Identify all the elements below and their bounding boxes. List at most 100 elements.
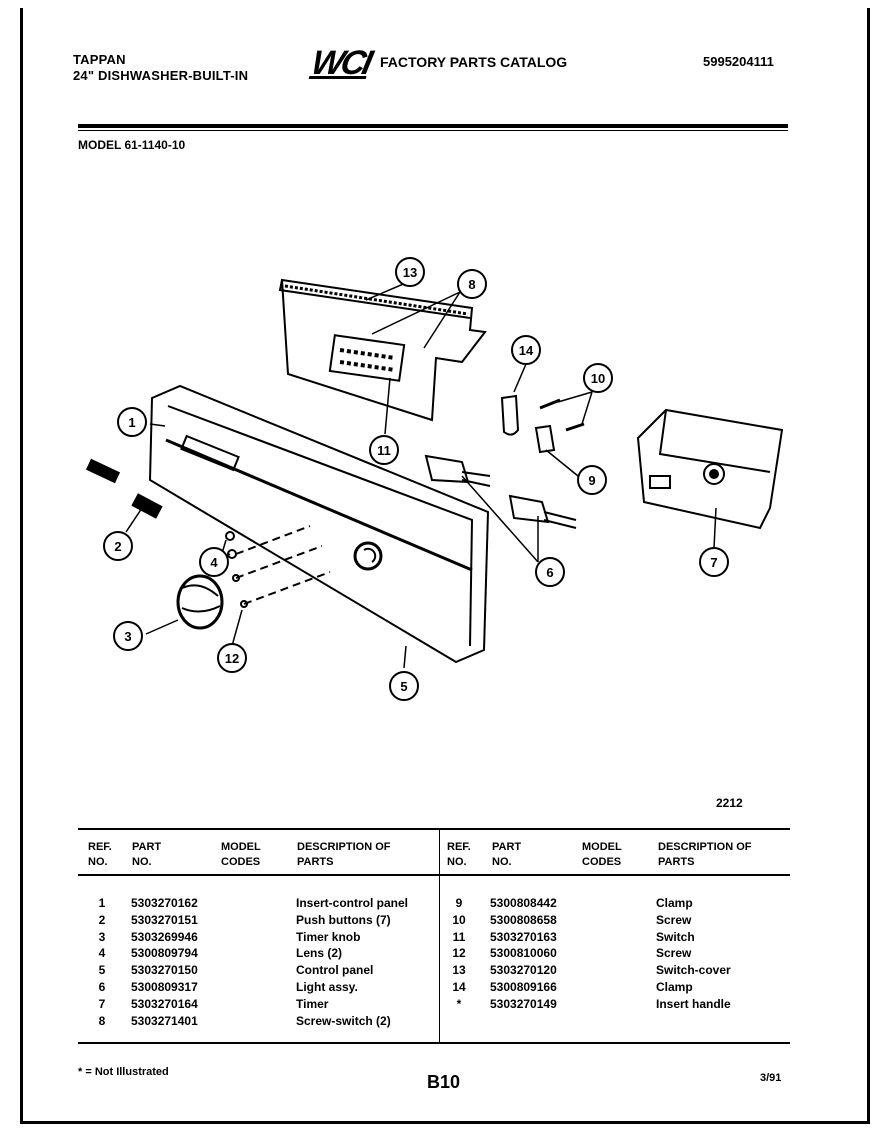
header-codes-right: MODEL CODES bbox=[582, 841, 622, 868]
callouts: 1 2 3 4 5 6 7 8 9 10 11 12 13 14 bbox=[103, 257, 729, 701]
push-button-shape bbox=[85, 458, 121, 484]
page-number: B10 bbox=[427, 1072, 461, 1092]
control-panel-shape bbox=[148, 384, 490, 664]
table-cell: 5303270149 bbox=[490, 996, 557, 1011]
svg-text:8: 8 bbox=[468, 277, 475, 292]
callout-9: 9 bbox=[577, 465, 607, 495]
table-cell: Insert handle bbox=[656, 996, 731, 1011]
exploded-parts-diagram: 1 2 3 4 5 6 7 8 9 10 11 12 13 14 bbox=[85, 257, 784, 701]
page-frame bbox=[20, 8, 870, 1124]
table-cell: 5300808658 bbox=[490, 912, 557, 927]
left-ref-column: 1 2 3 4 5 6 7 8 bbox=[86, 895, 118, 1029]
table-column-divider bbox=[439, 830, 440, 1042]
table-cell: Switch-cover bbox=[656, 963, 731, 978]
table-cell: Clamp bbox=[656, 896, 693, 910]
header-desc-left: DESCRIPTION OF PARTS bbox=[297, 841, 391, 868]
footnote: * = Not Illustrated bbox=[78, 1066, 169, 1078]
callout-14: 14 bbox=[511, 335, 541, 365]
table-cell: 5300810060 bbox=[490, 946, 557, 961]
table-cell: 9 bbox=[455, 896, 463, 910]
callout-6: 6 bbox=[535, 557, 565, 587]
table-cell: 5300808442 bbox=[490, 896, 557, 910]
callout-13: 13 bbox=[395, 257, 425, 287]
table-cell: 5303271401 bbox=[131, 1013, 198, 1028]
callout-5: 5 bbox=[389, 671, 419, 701]
table-cell: 5303270151 bbox=[131, 912, 198, 927]
table-cell: Timer bbox=[296, 996, 329, 1011]
catalog-title: FACTORY PARTS CATALOG bbox=[380, 54, 568, 70]
header-part-right: PART NO. bbox=[492, 841, 522, 868]
header-ref-left: REF. NO. bbox=[88, 841, 112, 868]
header-codes-left: MODEL CODES bbox=[221, 841, 261, 868]
callout-3: 3 bbox=[113, 621, 143, 651]
table-header-rule bbox=[78, 874, 790, 876]
switch-cover-shape bbox=[280, 278, 487, 422]
table-cell: Timer knob bbox=[296, 929, 361, 944]
table-cell: 8 bbox=[98, 1013, 106, 1028]
table-cell: Screw bbox=[656, 946, 692, 961]
svg-text:12: 12 bbox=[225, 651, 239, 666]
svg-text:9: 9 bbox=[588, 473, 595, 488]
table-cell: 1 bbox=[98, 896, 106, 910]
table-cell: 5300809794 bbox=[131, 946, 198, 961]
timer-shape bbox=[636, 408, 784, 530]
header-ref-right: REF. NO. bbox=[447, 841, 471, 868]
table-cell: 4 bbox=[98, 946, 106, 961]
brand-name: TAPPAN bbox=[73, 52, 126, 67]
table-cell: Screw bbox=[656, 912, 692, 927]
table-cell: Insert-control panel bbox=[296, 896, 409, 910]
product-name: 24" DISHWASHER-BUILT-IN bbox=[73, 68, 249, 83]
svg-text:7: 7 bbox=[710, 555, 717, 570]
model-number: MODEL 61-1140-10 bbox=[78, 138, 186, 152]
right-ref-column: 9 10 11 12 13 14 * bbox=[443, 895, 475, 1013]
table-cell: 5303270162 bbox=[131, 896, 198, 910]
callout-11: 11 bbox=[369, 435, 399, 465]
table-cell: 5 bbox=[98, 963, 106, 978]
callout-8: 8 bbox=[457, 269, 487, 299]
table-cell: Push buttons (7) bbox=[296, 912, 391, 927]
table-bottom-rule bbox=[78, 1042, 790, 1044]
light-assembly-shape bbox=[424, 454, 470, 484]
callout-2: 2 bbox=[103, 531, 133, 561]
table-cell: 14 bbox=[452, 979, 466, 994]
callout-10: 10 bbox=[583, 363, 613, 393]
svg-text:10: 10 bbox=[591, 371, 605, 386]
timer-knob-shape bbox=[176, 574, 224, 630]
table-cell: 12 bbox=[452, 946, 466, 961]
table-top-rule bbox=[78, 828, 790, 830]
svg-text:6: 6 bbox=[546, 565, 553, 580]
table-cell: 5303270150 bbox=[131, 963, 198, 978]
clamp-shape-9 bbox=[534, 424, 556, 454]
svg-text:14: 14 bbox=[519, 343, 534, 358]
svg-text:4: 4 bbox=[210, 555, 218, 570]
light-assembly-shape bbox=[508, 494, 550, 524]
table-cell: 5303269946 bbox=[131, 929, 198, 944]
table-cell: Clamp bbox=[656, 979, 693, 994]
left-part-column: 5303270162 5303270151 5303269946 5300809… bbox=[131, 895, 198, 1029]
table-cell: Light assy. bbox=[296, 979, 358, 994]
table-cell: 7 bbox=[98, 996, 106, 1011]
switch-shape bbox=[328, 334, 406, 382]
table-cell: 5300809317 bbox=[131, 979, 198, 994]
left-desc-column: Insert-control panel Push buttons (7) Ti… bbox=[296, 895, 408, 1029]
table-cell: 11 bbox=[452, 929, 466, 944]
svg-text:5: 5 bbox=[400, 679, 407, 694]
table-cell: Switch bbox=[656, 929, 695, 944]
table-cell: 10 bbox=[452, 912, 466, 927]
svg-text:13: 13 bbox=[403, 265, 417, 280]
header-rule bbox=[78, 124, 788, 128]
svg-text:3: 3 bbox=[124, 629, 131, 644]
right-part-column: 5300808442 5300808658 5303270163 5300810… bbox=[490, 895, 557, 1013]
svg-text:1: 1 bbox=[128, 415, 135, 430]
figure-number: 2212 bbox=[716, 796, 743, 810]
table-cell: 6 bbox=[98, 979, 106, 994]
right-desc-column: Clamp Screw Switch Screw Switch-cover Cl… bbox=[656, 895, 731, 1013]
table-cell: 5303270120 bbox=[490, 963, 557, 978]
table-cell: Lens (2) bbox=[296, 946, 343, 961]
table-cell: Control panel bbox=[296, 963, 374, 978]
header-left: TAPPAN 24" DISHWASHER-BUILT-IN bbox=[73, 52, 248, 84]
table-cell: 5303270163 bbox=[490, 929, 557, 944]
svg-text:11: 11 bbox=[377, 443, 391, 458]
table-cell: Screw-switch (2) bbox=[296, 1013, 391, 1028]
callout-12: 12 bbox=[217, 643, 247, 673]
